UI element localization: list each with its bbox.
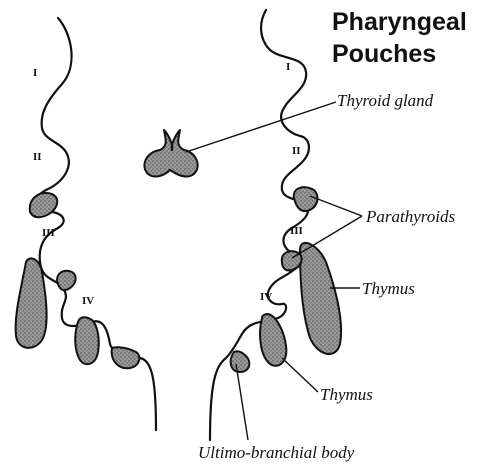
left-parathyroid-iii bbox=[30, 193, 57, 217]
right-ultimobranchial bbox=[231, 351, 250, 372]
left-thymus-iv bbox=[75, 317, 99, 364]
left-thymus-iii bbox=[16, 258, 47, 348]
left-pouch-i: I bbox=[33, 67, 37, 79]
left-pouch-iv: IV bbox=[82, 295, 94, 307]
right-pharyngeal-wall bbox=[210, 10, 341, 440]
label-thyroid-gland: Thyroid gland bbox=[337, 91, 434, 110]
parathyroid-leader-lower bbox=[292, 216, 362, 258]
left-ultimobranchial bbox=[112, 347, 140, 368]
left-wall-outline bbox=[36, 18, 156, 430]
thyroid-gland-shape bbox=[144, 130, 197, 177]
left-pharyngeal-wall bbox=[16, 18, 156, 430]
label-thymus-upper: Thymus bbox=[362, 279, 415, 298]
left-pouch-ii: II bbox=[33, 151, 42, 163]
parathyroid-leader-upper bbox=[310, 196, 362, 216]
thyroid-leader bbox=[186, 102, 336, 152]
label-ultimo-branchial-body: Ultimo-branchial body bbox=[198, 443, 355, 462]
right-parathyroid-iii bbox=[294, 187, 318, 211]
right-pouch-iv: IV bbox=[260, 291, 272, 303]
thymus-lower-leader bbox=[282, 358, 318, 392]
left-pouch-iii: III bbox=[42, 227, 55, 239]
label-thymus-lower: Thymus bbox=[320, 385, 373, 404]
right-pouch-i: I bbox=[286, 61, 290, 73]
right-pouch-iii: III bbox=[290, 225, 303, 237]
ultimobranchial-leader bbox=[236, 364, 248, 440]
title-line-1: Pharyngeal bbox=[332, 8, 467, 36]
label-parathyroids: Parathyroids bbox=[365, 207, 455, 226]
title-line-2: Pouches bbox=[332, 40, 436, 68]
left-parathyroid-iv bbox=[57, 271, 76, 290]
right-thymus-iii bbox=[300, 243, 341, 354]
right-pouch-ii: II bbox=[292, 145, 301, 157]
